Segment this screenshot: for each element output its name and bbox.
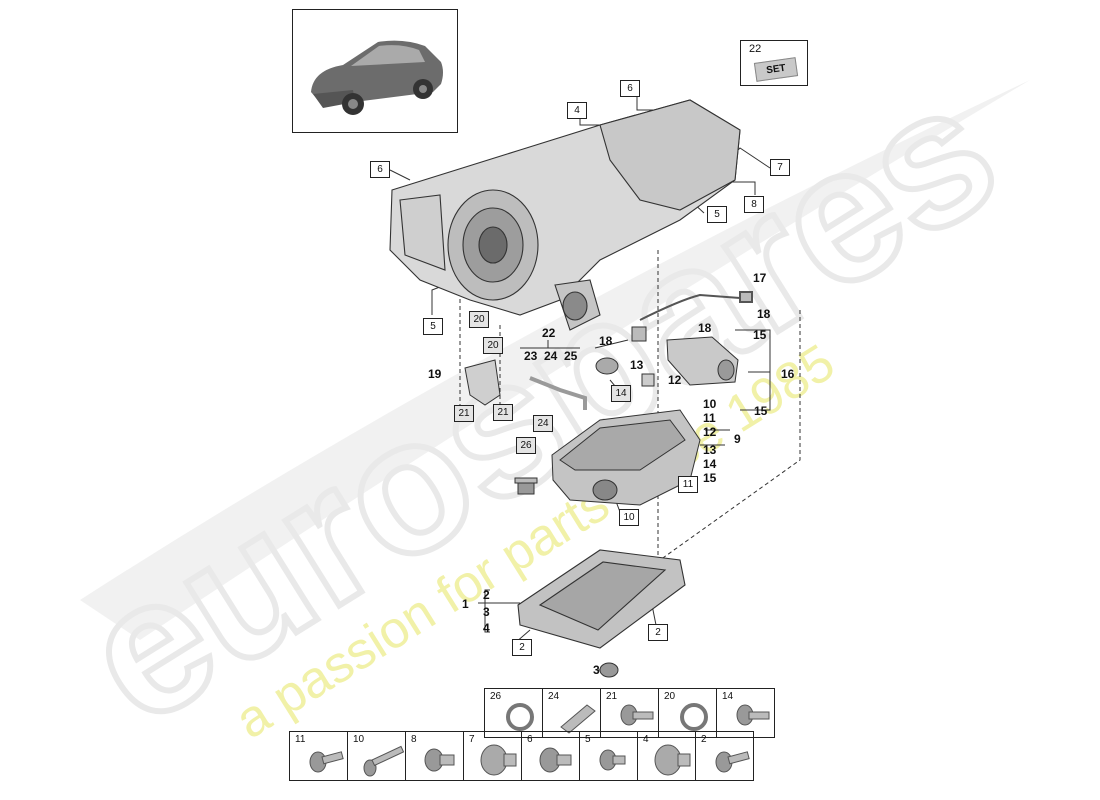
- label-24: 24: [544, 349, 558, 363]
- part-box-5-left: 5: [423, 318, 443, 335]
- part-box-11: 11: [678, 476, 698, 493]
- label-19: 19: [428, 367, 442, 381]
- bolt-icon: [309, 751, 344, 773]
- bolt-icon: [736, 704, 770, 726]
- label-18-left: 15: [753, 328, 767, 342]
- parts-cell: 11: [289, 731, 348, 781]
- label-3: 3: [483, 605, 490, 619]
- label-1: 1: [462, 597, 469, 611]
- parts-cell: 7: [463, 731, 522, 781]
- oil-pan-part: [517, 549, 686, 649]
- label-9: 9: [734, 432, 741, 446]
- tube-icon: [560, 704, 596, 734]
- ring-seal-icon: [680, 703, 708, 731]
- parts-cell: 6: [521, 731, 580, 781]
- label-3-drain: 3: [593, 663, 600, 677]
- parts-table-top: 26 24 21 20 14: [484, 688, 775, 738]
- parts-table-bottom: 11 10 8 7 6 5 4 2: [289, 731, 754, 781]
- label-12-group: 12: [703, 425, 717, 439]
- drain-plug-part: [599, 662, 619, 678]
- part-box-8: 8: [744, 196, 764, 213]
- flange-plug-icon: [480, 744, 517, 776]
- label-23: 23: [524, 349, 538, 363]
- part-box-10: 10: [619, 509, 639, 526]
- part-box-20-a: 20: [469, 311, 489, 328]
- label-15-group: 15: [703, 471, 717, 485]
- parts-cell: 14: [716, 688, 775, 738]
- part-box-4: 4: [567, 102, 587, 119]
- parts-cell: 10: [347, 731, 406, 781]
- label-10: 10: [703, 397, 717, 411]
- ring-seal-icon: [506, 703, 534, 731]
- plug-icon: [424, 748, 455, 772]
- vehicle-thumbnail: [292, 9, 458, 133]
- part-box-24: 24: [533, 415, 553, 432]
- label-12: 12: [668, 373, 682, 387]
- plug-icon: [599, 749, 626, 771]
- parts-cell: 8: [405, 731, 464, 781]
- label-15-bottom: 15: [754, 404, 768, 418]
- parts-cell: 20: [658, 688, 717, 738]
- label-2: 2: [483, 588, 490, 602]
- label-11: 11: [703, 411, 716, 425]
- plug-part: [514, 477, 538, 495]
- part-box-21-b: 21: [493, 404, 513, 421]
- transmission-housing: [389, 99, 741, 331]
- label-18-seal: 18: [599, 334, 613, 348]
- label-18-right: 18: [757, 307, 771, 321]
- parts-cell: 5: [579, 731, 638, 781]
- label-14: 14: [703, 457, 717, 471]
- parts-cell: 4: [637, 731, 696, 781]
- part-box-5-right: 5: [707, 206, 727, 223]
- actuator-part: [666, 336, 739, 386]
- parts-cell: 24: [542, 688, 601, 738]
- parts-cell: 21: [600, 688, 659, 738]
- flange-plug-icon: [654, 744, 691, 776]
- part-box-2-right: 2: [648, 624, 668, 641]
- valve-body-part: [551, 409, 701, 506]
- parts-cell: 2: [695, 731, 754, 781]
- label-18-mid: 18: [698, 321, 712, 335]
- part-box-20-b: 20: [483, 337, 503, 354]
- set-legend-box: 22 SET: [740, 40, 808, 86]
- set-number: 22: [749, 43, 762, 55]
- label-25: 25: [564, 349, 578, 363]
- bolt-icon: [715, 751, 750, 773]
- bolt-icon: [620, 704, 654, 726]
- part-box-14: 14: [611, 385, 631, 402]
- label-4: 4: [483, 621, 490, 635]
- part-box-21-a: 21: [454, 405, 474, 422]
- label-22: 22: [542, 326, 556, 340]
- label-17: 17: [753, 271, 767, 285]
- part-box-26: 26: [516, 437, 536, 454]
- label-16: 16: [781, 367, 795, 381]
- part-box-6-left: 6: [370, 161, 390, 178]
- part-box-7: 7: [770, 159, 790, 176]
- part-box-2-left: 2: [512, 639, 532, 656]
- part-box-6-top: 6: [620, 80, 640, 97]
- seal-parts: [595, 326, 655, 387]
- plug-icon: [539, 747, 572, 773]
- label-13: 13: [630, 358, 644, 372]
- cable-harness-part: [639, 291, 753, 321]
- label-13-group: 13: [703, 443, 717, 457]
- bracket-part: [464, 359, 501, 406]
- long-bolt-icon: [363, 745, 404, 777]
- oil-tube-part: [529, 376, 587, 410]
